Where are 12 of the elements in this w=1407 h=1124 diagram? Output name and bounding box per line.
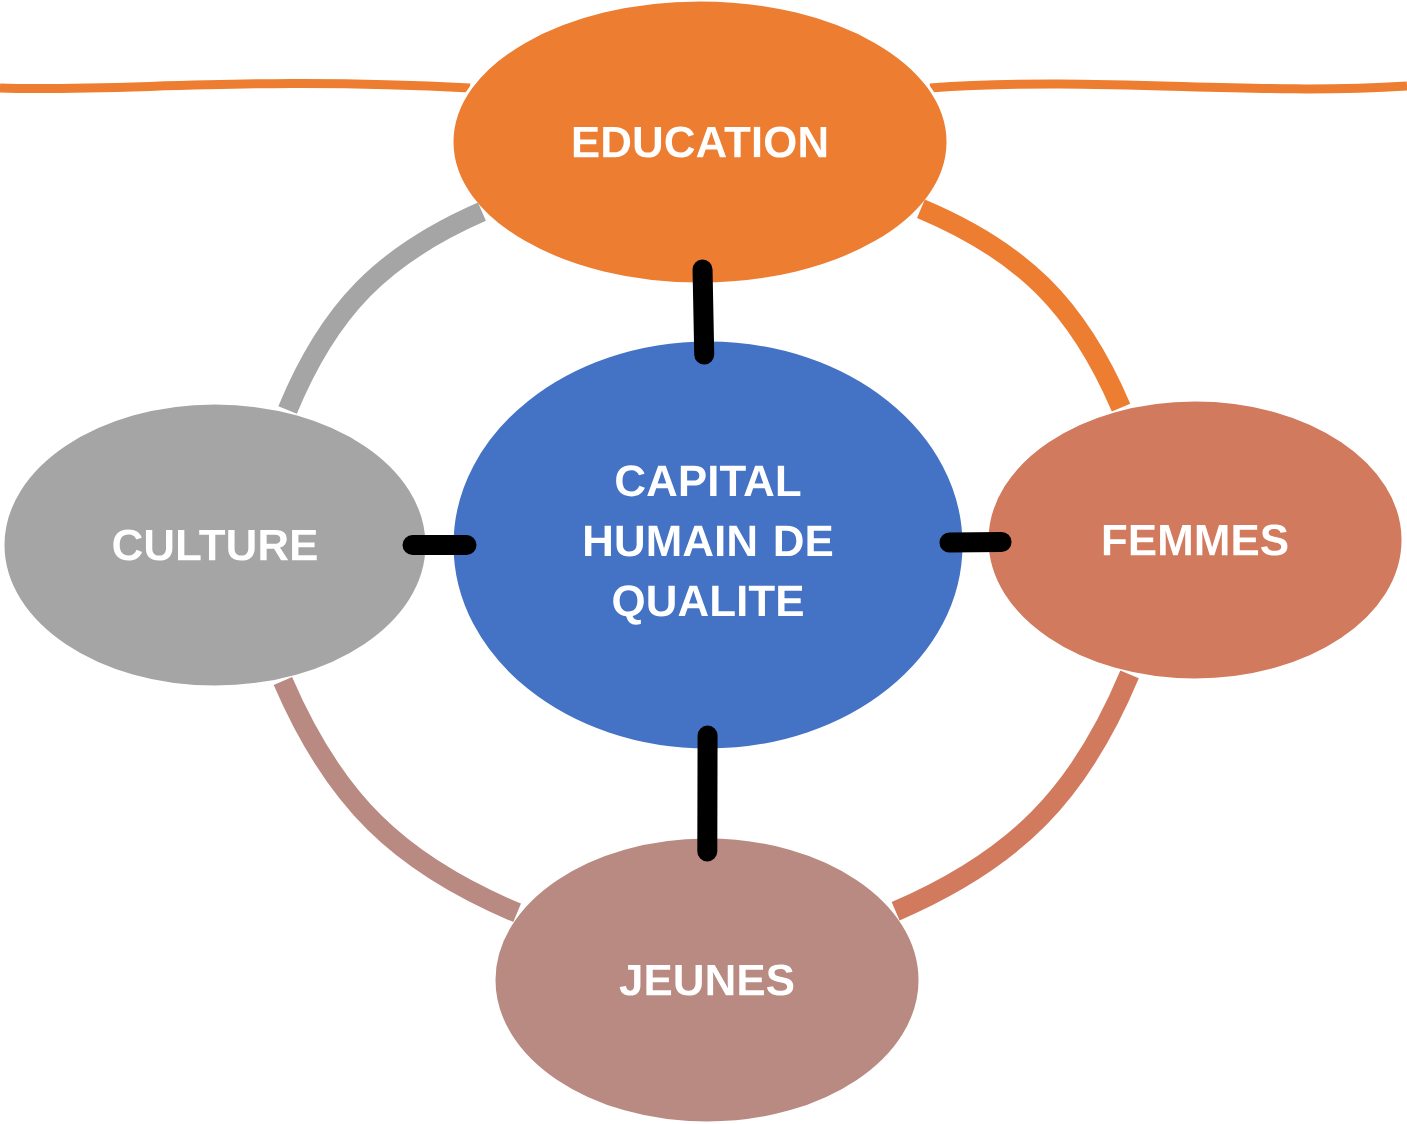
ellipse-node: CAPITAL HUMAIN DE QUALITE (450, 338, 966, 752)
connector-line (402, 535, 477, 555)
connector-line (692, 259, 715, 365)
ellipse-node: FEMMES (985, 398, 1405, 682)
ring-arc (916, 199, 1131, 412)
ring-arc (278, 202, 487, 415)
ellipse-node: JEUNES (492, 835, 922, 1124)
connector-line (939, 532, 1012, 553)
ellipse-node: CULTURE (1, 401, 429, 689)
connector-line (697, 725, 718, 862)
ring-arc (891, 670, 1139, 921)
ring-arc (273, 676, 522, 922)
